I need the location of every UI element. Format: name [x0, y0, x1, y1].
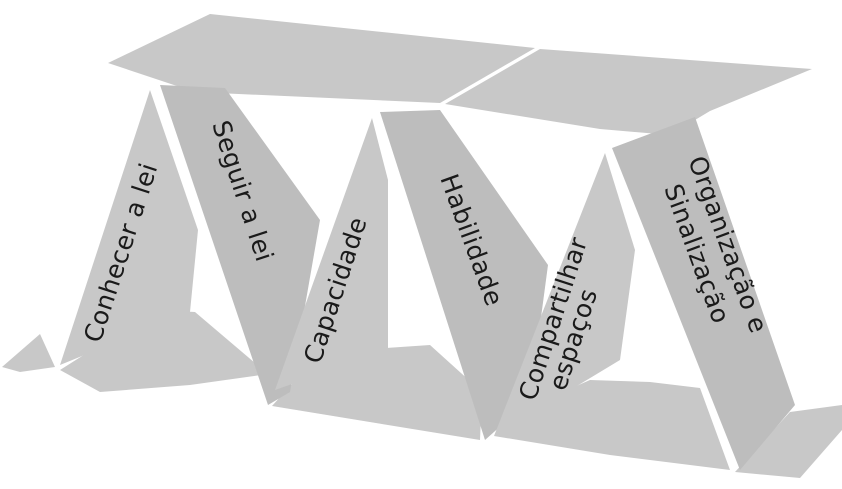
roof-card-right: [445, 49, 812, 135]
floor-card-2: [272, 345, 482, 440]
floor-card-1: [60, 310, 268, 392]
floor-card-right-edge: [735, 405, 842, 478]
card-organizacao-e-sinalizacao: [612, 117, 795, 470]
card-seguir-a-lei: [160, 85, 320, 405]
card-habilidade: [380, 110, 548, 440]
card-compartilhar-espacos: [494, 153, 635, 436]
card-conhecer-a-lei: [60, 90, 198, 365]
roof-card-left: [108, 14, 535, 103]
floor-card-3: [494, 380, 730, 470]
floor-card-left-edge: [2, 334, 55, 372]
card-capacidade: [275, 118, 388, 390]
